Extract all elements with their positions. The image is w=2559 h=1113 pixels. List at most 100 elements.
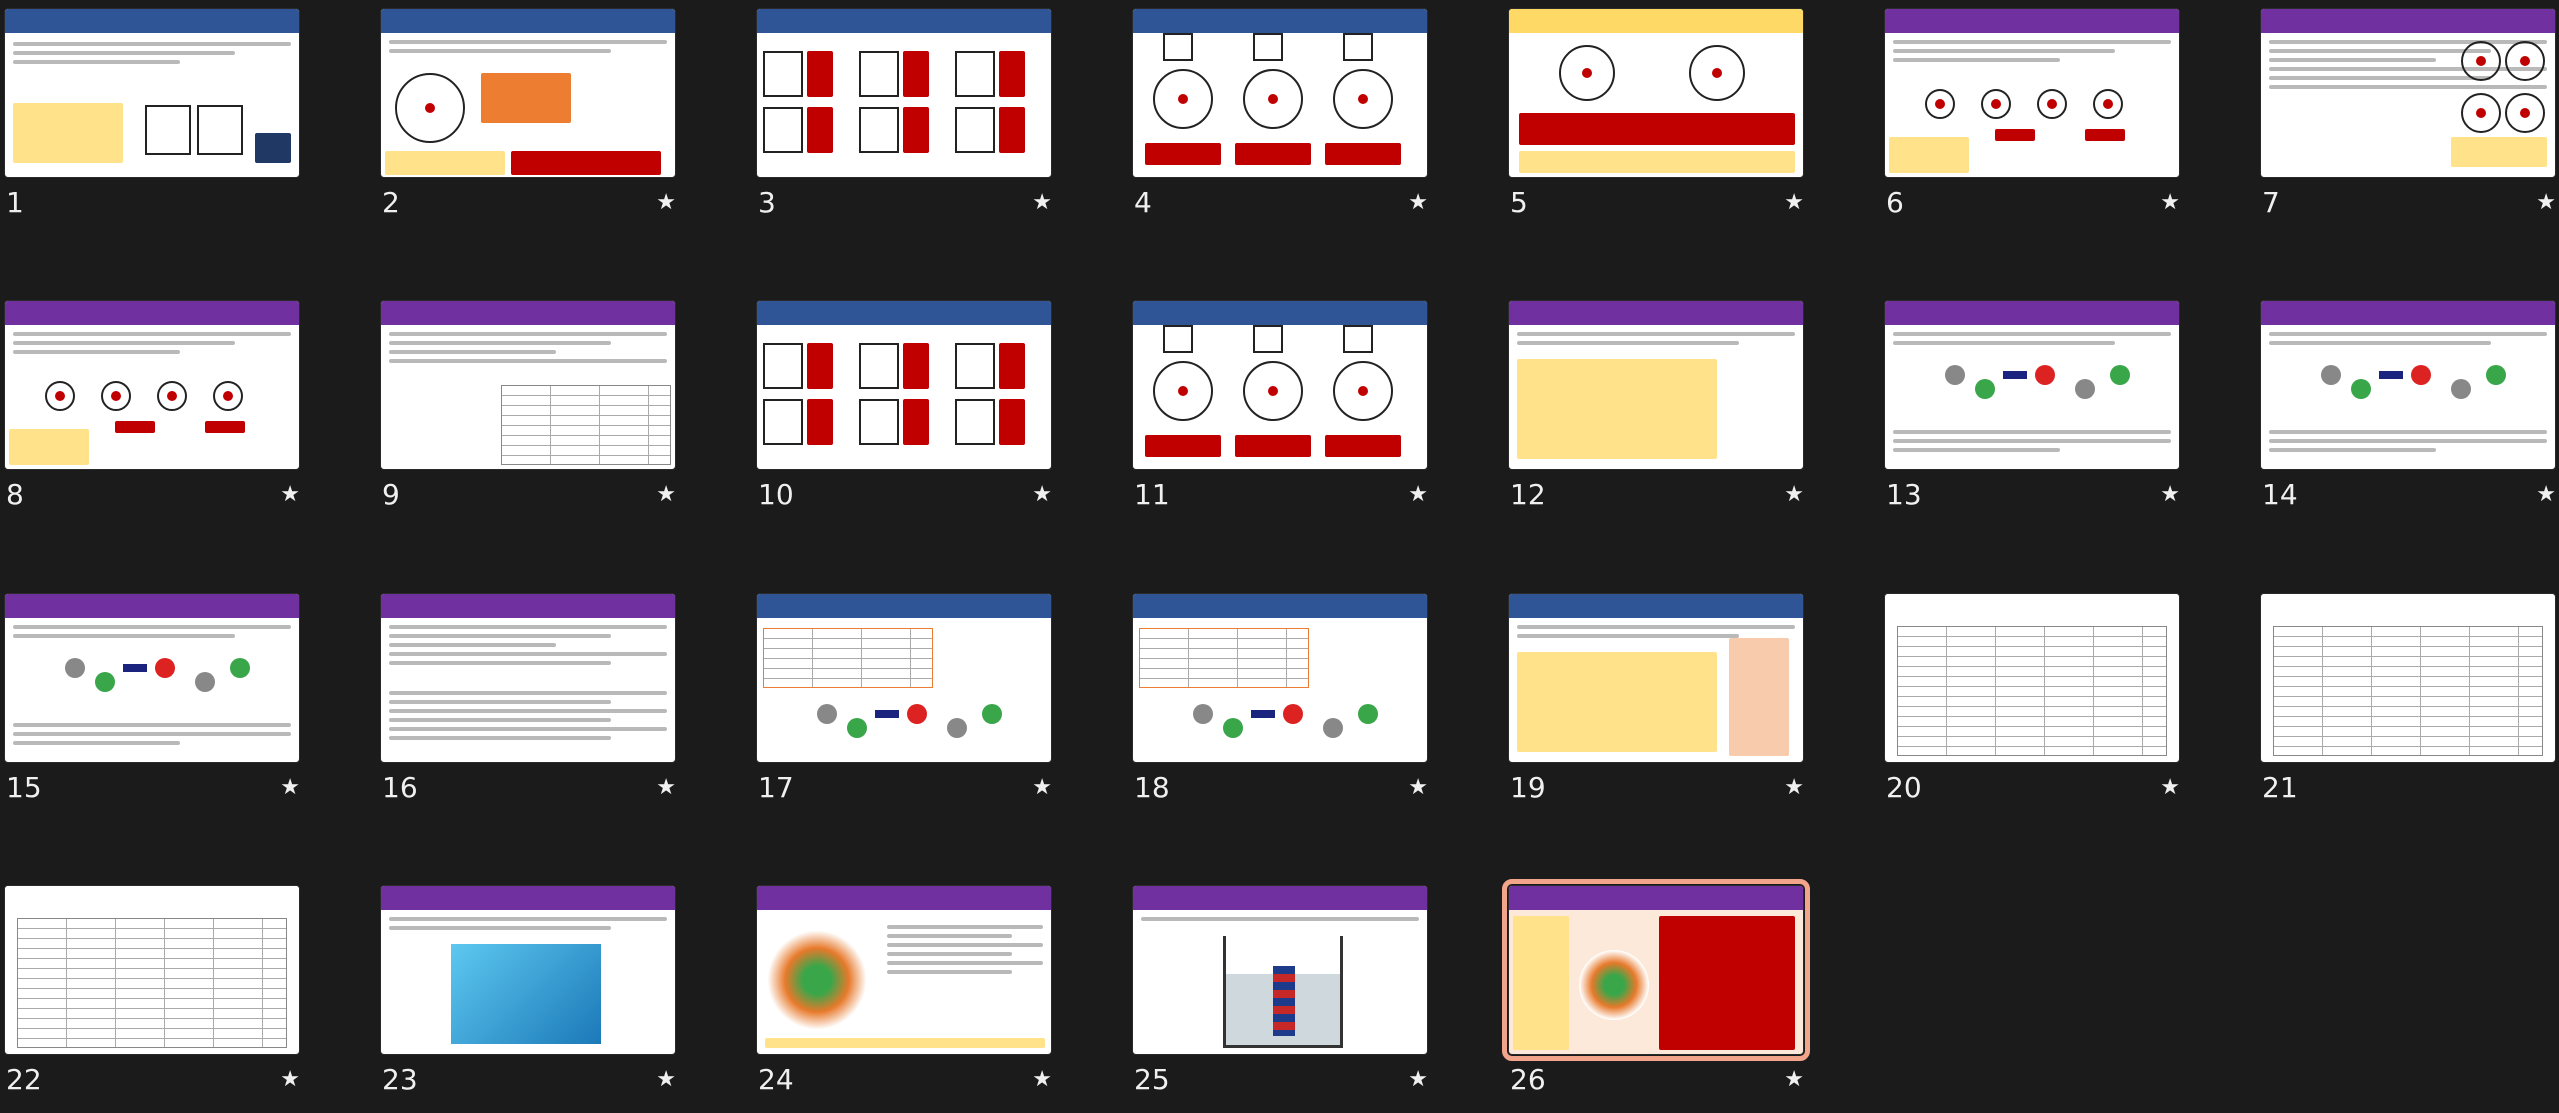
slide-thumbnail-26[interactable]: 26★	[1502, 879, 1810, 1096]
slide-thumbnail-21[interactable]: 21	[2260, 593, 2556, 804]
slide-transition-icon[interactable]: ★	[2160, 190, 2180, 215]
ion-ball	[155, 658, 175, 678]
slide-preview[interactable]	[1132, 593, 1428, 763]
slide-preview[interactable]	[756, 885, 1052, 1055]
particle-counts	[999, 343, 1025, 389]
slide-transition-icon[interactable]: ★	[1784, 775, 1804, 800]
slide-preview[interactable]	[756, 593, 1052, 763]
slide-preview[interactable]	[2260, 300, 2556, 470]
slide-transition-icon[interactable]: ★	[280, 775, 300, 800]
slide-transition-icon[interactable]: ★	[1408, 1067, 1428, 1092]
slide-preview[interactable]	[1132, 300, 1428, 470]
slide-thumbnail-9[interactable]: 9★	[380, 300, 676, 511]
element-symbol	[955, 51, 995, 97]
slide-transition-icon[interactable]: ★	[1408, 775, 1428, 800]
slide-preview[interactable]	[4, 885, 300, 1055]
slide-thumbnail-3[interactable]: 3★	[756, 8, 1052, 219]
slide-thumbnail-7[interactable]: 7★	[2260, 8, 2556, 219]
slide-transition-icon[interactable]: ★	[2536, 190, 2556, 215]
slide-thumbnail-6[interactable]: 6★	[1884, 8, 2180, 219]
slide-preview[interactable]	[1884, 300, 2180, 470]
slide-preview[interactable]	[756, 300, 1052, 470]
slide-preview[interactable]	[380, 8, 676, 178]
slide-thumbnail-5[interactable]: 5★	[1508, 8, 1804, 219]
slide-preview[interactable]	[380, 885, 676, 1055]
slide-thumbnail-23[interactable]: 23★	[380, 885, 676, 1096]
slide-preview[interactable]	[1132, 8, 1428, 178]
slide-thumbnail-19[interactable]: 19★	[1508, 593, 1804, 804]
slide-preview[interactable]	[2260, 8, 2556, 178]
slide-thumbnail-13[interactable]: 13★	[1884, 300, 2180, 511]
slide-transition-icon[interactable]: ★	[656, 1067, 676, 1092]
slide-preview[interactable]	[756, 8, 1052, 178]
slide-transition-icon[interactable]: ★	[656, 190, 676, 215]
slide-preview[interactable]	[1508, 593, 1804, 763]
slide-transition-icon[interactable]: ★	[280, 1067, 300, 1092]
slide-preview[interactable]	[1508, 300, 1804, 470]
slide-transition-icon[interactable]: ★	[2160, 482, 2180, 507]
text-line	[1893, 341, 2116, 345]
slide-number: 10	[758, 478, 794, 511]
slide-transition-icon[interactable]: ★	[1408, 482, 1428, 507]
slide-preview[interactable]	[1884, 593, 2180, 763]
slide-preview[interactable]	[1884, 8, 2180, 178]
slide-thumbnail-14[interactable]: 14 ★	[2260, 300, 2556, 511]
slide-preview[interactable]	[380, 300, 676, 470]
slide-thumbnail-4[interactable]: 4★	[1132, 8, 1428, 219]
slide-thumbnail-11[interactable]: 11★	[1132, 300, 1428, 511]
text-lines	[1517, 327, 1795, 350]
slide-preview[interactable]	[2260, 593, 2556, 763]
atom-diagram	[1981, 89, 2011, 119]
slide-number: 7	[2262, 186, 2280, 219]
slide-transition-icon[interactable]: ★	[280, 482, 300, 507]
slide-transition-icon[interactable]: ★	[1032, 775, 1052, 800]
slide-thumbnail-8[interactable]: 8★	[4, 300, 300, 511]
slide-number: 14	[2262, 478, 2298, 511]
slide-preview[interactable]	[4, 8, 300, 178]
text-line	[887, 934, 1012, 938]
slide-preview[interactable]	[1508, 8, 1804, 178]
slide-preview[interactable]	[1502, 879, 1810, 1061]
slide-preview[interactable]	[4, 300, 300, 470]
slide-thumbnail-1[interactable]: 1	[4, 8, 300, 219]
slide-preview[interactable]	[380, 593, 676, 763]
keywords-box	[255, 133, 291, 163]
slide-thumbnail-12[interactable]: 12★	[1508, 300, 1804, 511]
slide-preview[interactable]	[1132, 885, 1428, 1055]
slide-thumbnail-10[interactable]: 10 ★	[756, 300, 1052, 511]
slide-transition-icon[interactable]: ★	[656, 482, 676, 507]
slide-transition-icon[interactable]: ★	[1784, 482, 1804, 507]
slide-thumbnail-22[interactable]: 22★	[4, 885, 300, 1096]
text-line	[13, 741, 180, 745]
ion-ball	[1975, 379, 1995, 399]
slide-transition-icon[interactable]: ★	[1408, 190, 1428, 215]
slide-preview[interactable]	[4, 593, 300, 763]
slide-transition-icon[interactable]: ★	[1032, 482, 1052, 507]
slide-transition-icon[interactable]: ★	[1032, 190, 1052, 215]
slide-thumbnail-16[interactable]: 16★	[380, 593, 676, 804]
slide-thumbnail-20[interactable]: 20★	[1884, 593, 2180, 804]
slide-thumbnail-18[interactable]: 18★	[1132, 593, 1428, 804]
arrow-icon	[123, 664, 147, 672]
arrow-icon	[1251, 710, 1275, 718]
slide-transition-icon[interactable]: ★	[1784, 190, 1804, 215]
slide-thumbnail-15[interactable]: 15★	[4, 593, 300, 804]
slide-transition-icon[interactable]: ★	[1784, 1067, 1804, 1092]
config-label	[1325, 435, 1401, 457]
slide-thumbnail-24[interactable]: 24★	[756, 885, 1052, 1096]
slide-thumbnail-17[interactable]: 17★	[756, 593, 1052, 804]
challenge-box	[1519, 113, 1795, 145]
slide-thumbnail-2[interactable]: 2★	[380, 8, 676, 219]
slide-transition-icon[interactable]: ★	[656, 775, 676, 800]
text-line	[1517, 625, 1795, 629]
config-label	[1145, 435, 1221, 457]
slide-transition-icon[interactable]: ★	[1032, 1067, 1052, 1092]
text-line	[2269, 67, 2547, 71]
text-line	[389, 652, 667, 656]
slide-content	[2261, 325, 2555, 469]
slide-title	[757, 9, 1051, 33]
shell-diagram	[1243, 361, 1303, 421]
slide-thumbnail-25[interactable]: 25★	[1132, 885, 1428, 1096]
slide-transition-icon[interactable]: ★	[2536, 482, 2556, 507]
slide-transition-icon[interactable]: ★	[2160, 775, 2180, 800]
